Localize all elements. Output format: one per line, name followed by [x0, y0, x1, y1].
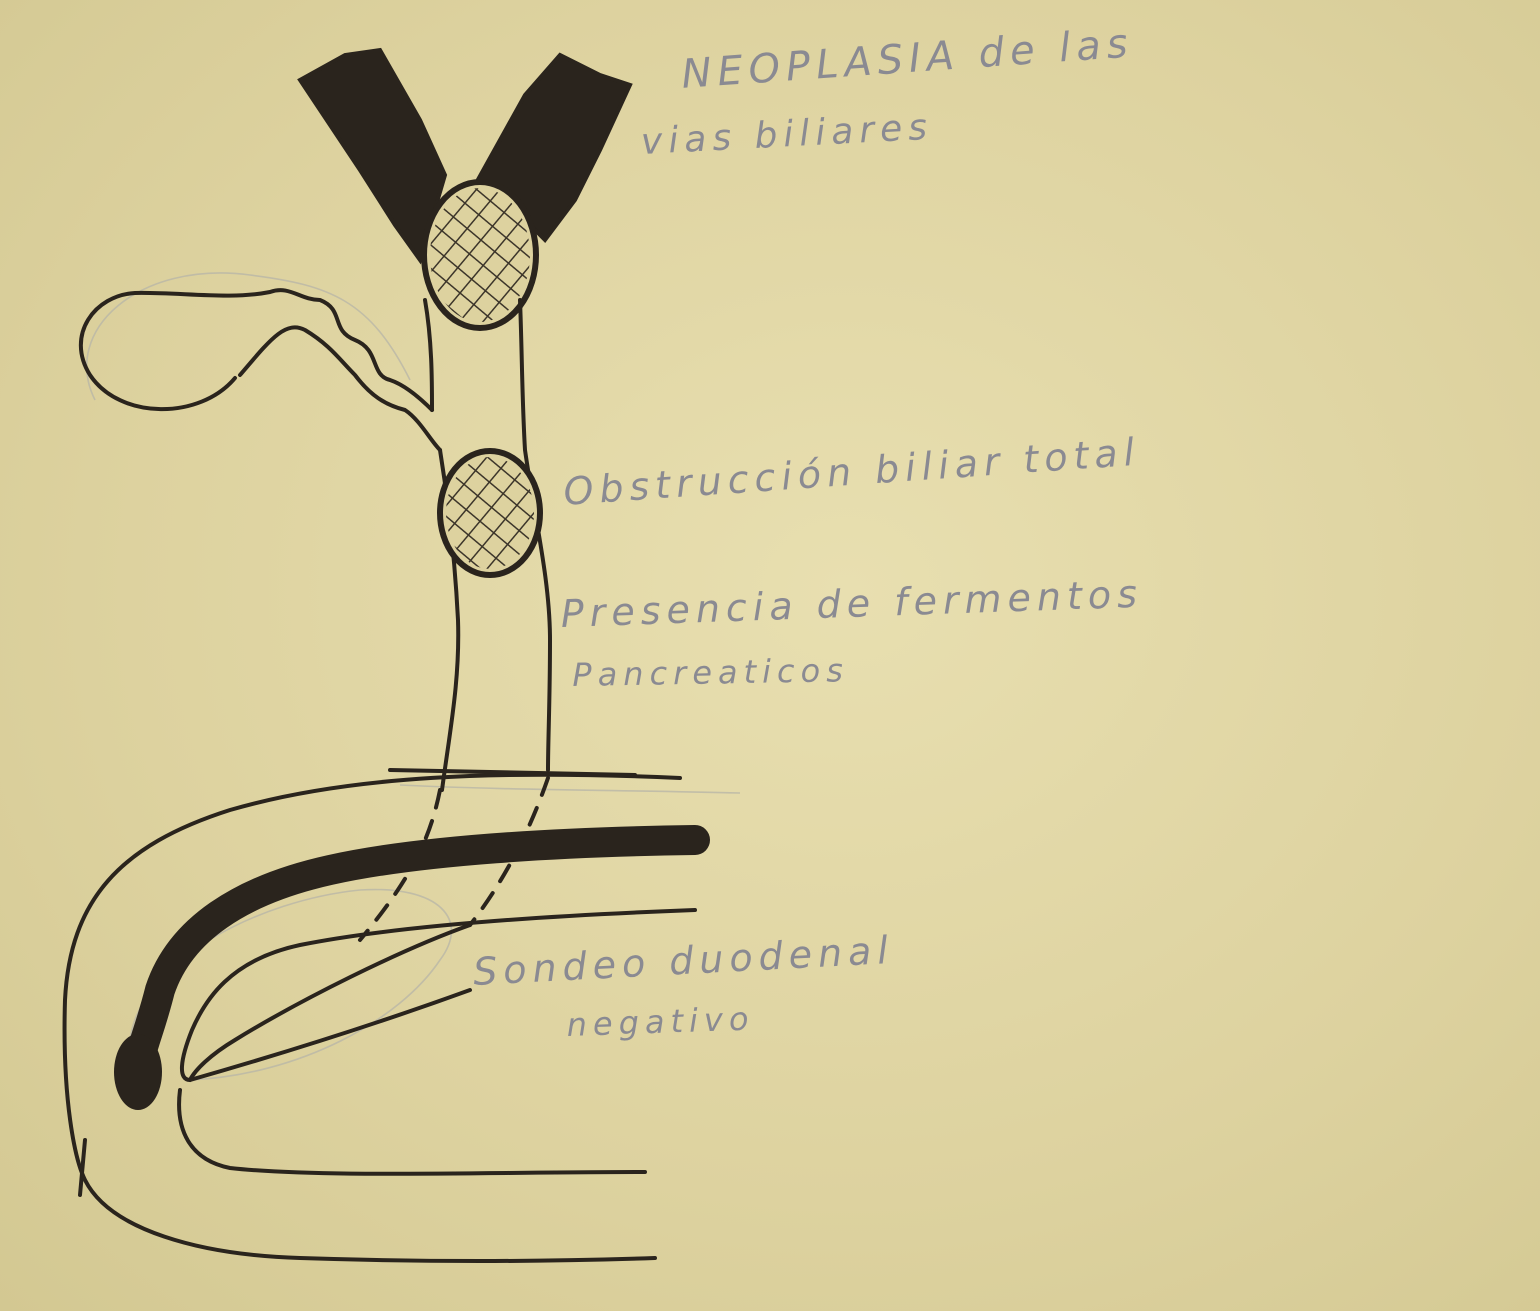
duodenum-lower-wall: [179, 1090, 645, 1174]
gallbladder: [81, 290, 432, 410]
annotation-negativo: negativo: [566, 999, 755, 1044]
annotation-pancreaticos: Pancreaticos: [572, 651, 849, 694]
probe-tip: [114, 1034, 162, 1110]
left-hepatic-duct: [300, 50, 445, 260]
